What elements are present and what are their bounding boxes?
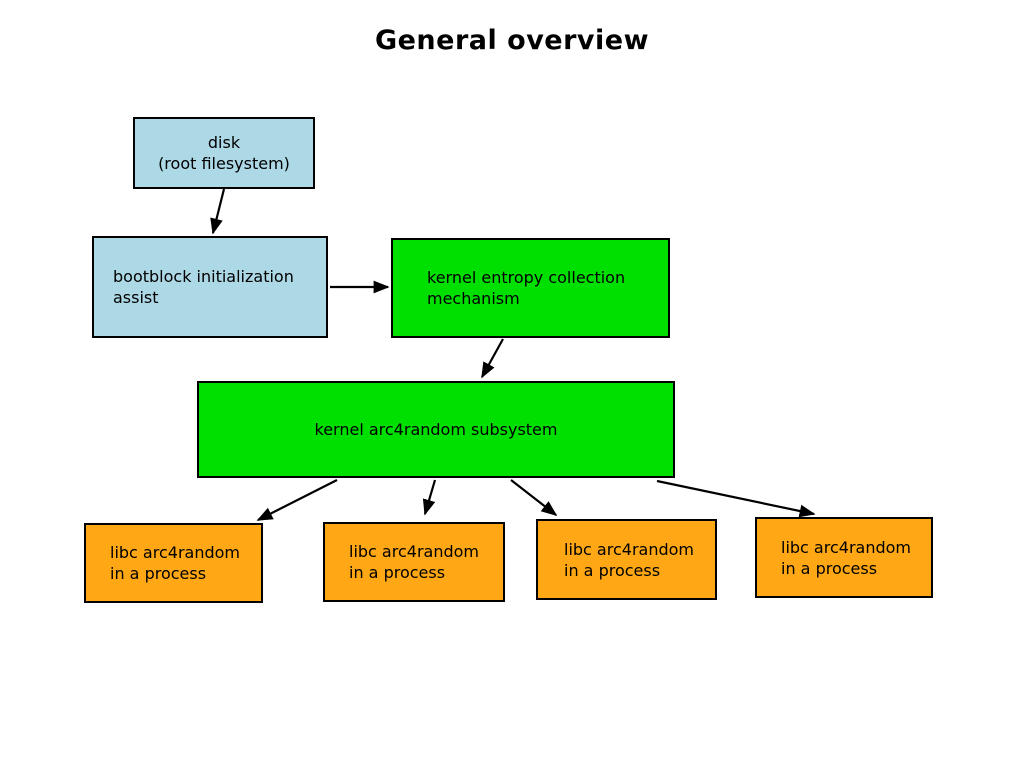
- node-disk: disk (root filesystem): [133, 117, 315, 189]
- node-label: assist: [113, 288, 159, 307]
- node-libc-arc4random-process-2: libc arc4random in a process: [323, 522, 505, 602]
- node-label: kernel entropy collection: [427, 268, 626, 287]
- node-label: libc arc4random: [110, 543, 240, 562]
- node-label: in a process: [564, 560, 661, 580]
- node-label: libc arc4random: [781, 537, 911, 557]
- arrow-subsystem-to-libc1: [256, 479, 338, 521]
- arrow-subsystem-to-libc2: [422, 479, 437, 516]
- node-label: in a process: [110, 564, 207, 583]
- node-label: kernel arc4random subsystem: [314, 420, 558, 439]
- node-label: disk: [207, 133, 241, 152]
- node-bootblock-initialization-assist: bootblock initialization assist: [92, 236, 328, 338]
- node-label: libc arc4random: [349, 542, 479, 561]
- arrow-subsystem-to-libc3: [510, 479, 558, 516]
- node-label: libc arc4random: [564, 539, 694, 559]
- arrow-subsystem-to-libc4: [656, 479, 816, 518]
- node-libc-arc4random-process-3: libc arc4random in a process: [536, 519, 717, 600]
- node-label: in a process: [781, 558, 878, 578]
- node-label: in a process: [349, 563, 446, 582]
- arrow-disk-to-bootblock: [210, 188, 226, 235]
- node-kernel-arc4random-subsystem: kernel arc4random subsystem: [197, 381, 675, 478]
- node-label: (root filesystem): [158, 154, 290, 173]
- node-libc-arc4random-process-4: libc arc4random in a process: [755, 517, 933, 598]
- arrow-entropy-to-subsystem: [481, 338, 504, 379]
- node-label: mechanism: [427, 289, 520, 308]
- node-kernel-entropy-collection-mechanism: kernel entropy collection mechanism: [391, 238, 670, 338]
- node-libc-arc4random-process-1: libc arc4random in a process: [84, 523, 263, 603]
- diagram-title: General overview: [374, 25, 650, 56]
- node-label: bootblock initialization: [113, 267, 294, 286]
